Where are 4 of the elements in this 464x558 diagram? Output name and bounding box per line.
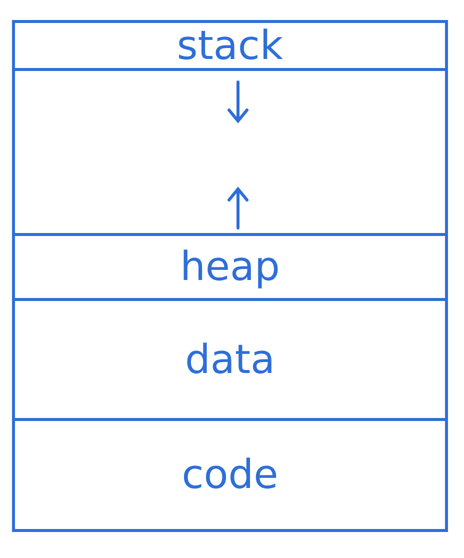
segment-label: code: [182, 455, 278, 495]
segment-label: stack: [176, 26, 284, 66]
segment-label: heap: [180, 247, 280, 287]
segment-label: data: [184, 340, 276, 380]
